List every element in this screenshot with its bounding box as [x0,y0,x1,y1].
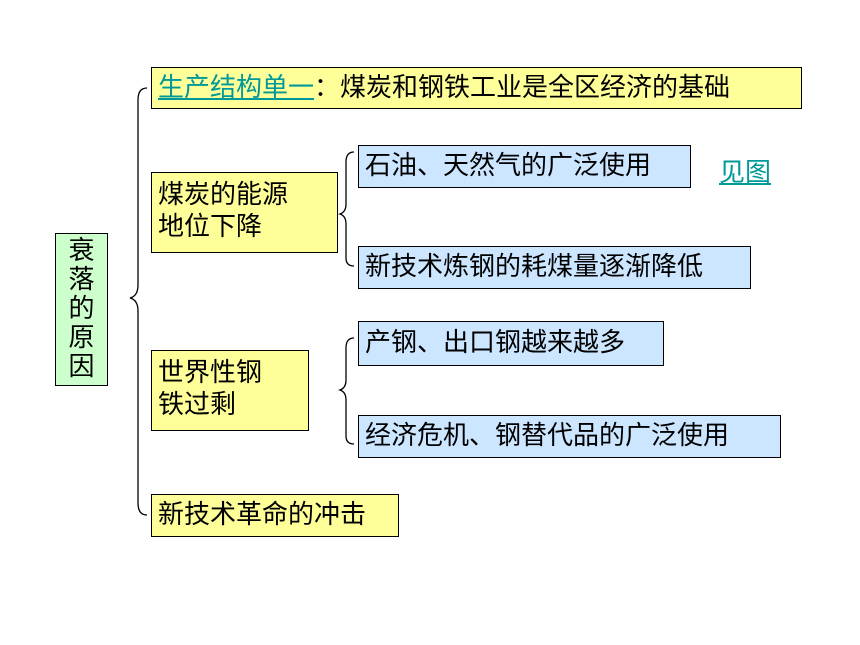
steelmaking-coal-reduction-box: 新技术炼钢的耗煤量逐渐降低 [358,246,751,289]
coal-energy-decline-box: 煤炭的能源 地位下降 [151,172,338,253]
single-production-structure-box: 生产结构单一：煤炭和钢铁工业是全区经济的基础 [151,67,802,109]
steel-surplus-box: 世界性钢 铁过剩 [151,350,309,431]
economic-crisis-substitutes-box: 经济危机、钢替代品的广泛使用 [358,415,781,458]
decline-reasons-root: 衰 落 的 原 因 [55,233,108,386]
steel-export-box: 产钢、出口钢越来越多 [358,321,664,366]
single-production-structure-link[interactable]: 生产结构单一 [158,73,315,103]
steel-brace [337,337,355,445]
coal-brace [337,151,355,267]
see-figure-link[interactable]: 见图 [719,158,772,188]
oil-gas-usage-box: 石油、天然气的广泛使用 [358,145,691,188]
main-brace [129,87,148,516]
tech-revolution-impact-box: 新技术革命的冲击 [151,494,399,537]
